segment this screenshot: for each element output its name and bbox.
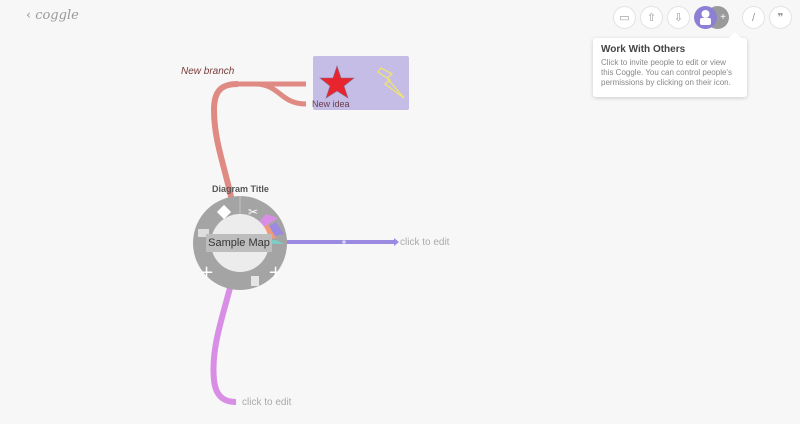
plus-icon: + [720, 12, 726, 23]
add-child-right-icon[interactable]: + [268, 262, 283, 283]
work-with-others-tooltip: Work With Others Click to invite people … [593, 32, 747, 97]
presentation-icon: ▭ [619, 12, 630, 24]
diagram-title[interactable]: Diagram Title [212, 184, 269, 194]
star-icon [319, 65, 355, 99]
toolbar: ▭ ⇧ ⇩ + / ❞ [613, 6, 792, 29]
download-icon: ⇩ [673, 12, 684, 24]
arrow-icon [394, 238, 399, 246]
comments-button[interactable]: ❞ [769, 6, 792, 29]
pen-icon: / [751, 11, 756, 24]
present-button[interactable]: ▭ [613, 6, 636, 29]
branch-new-idea[interactable] [254, 81, 307, 107]
upload-icon: ⇧ [646, 12, 657, 24]
avatar-icon[interactable] [694, 6, 717, 29]
coggle-logo-back[interactable]: ‹coggle [26, 8, 79, 23]
node-new-idea[interactable]: New idea [312, 99, 350, 109]
add-child-left-icon[interactable]: + [199, 262, 214, 283]
upload-button[interactable]: ⇧ [640, 6, 663, 29]
download-button[interactable]: ⇩ [667, 6, 690, 29]
branch-bottom[interactable] [210, 259, 239, 405]
root-node[interactable]: Sample Map [206, 234, 272, 252]
diamond-icon[interactable] [216, 204, 232, 220]
draw-button[interactable]: / [742, 6, 765, 29]
node-click-to-edit-bottom[interactable]: click to edit [242, 397, 292, 408]
branch-handle[interactable] [342, 240, 346, 244]
node-new-branch[interactable]: New branch [181, 66, 235, 77]
copy-icon[interactable] [251, 276, 259, 286]
comment-icon[interactable] [198, 229, 209, 237]
quote-icon: ❞ [777, 12, 784, 24]
tooltip-title: Work With Others [601, 44, 686, 55]
shuffle-icon[interactable]: ✂ [248, 205, 258, 219]
logo-text: coggle [35, 8, 79, 23]
chevron-left-icon: ‹ [26, 8, 32, 23]
node-click-to-edit-right[interactable]: click to edit [400, 237, 450, 248]
collaborators-button[interactable]: + [694, 6, 738, 29]
lightning-icon [377, 67, 405, 99]
tooltip-body: Click to invite people to edit or view t… [601, 58, 732, 87]
